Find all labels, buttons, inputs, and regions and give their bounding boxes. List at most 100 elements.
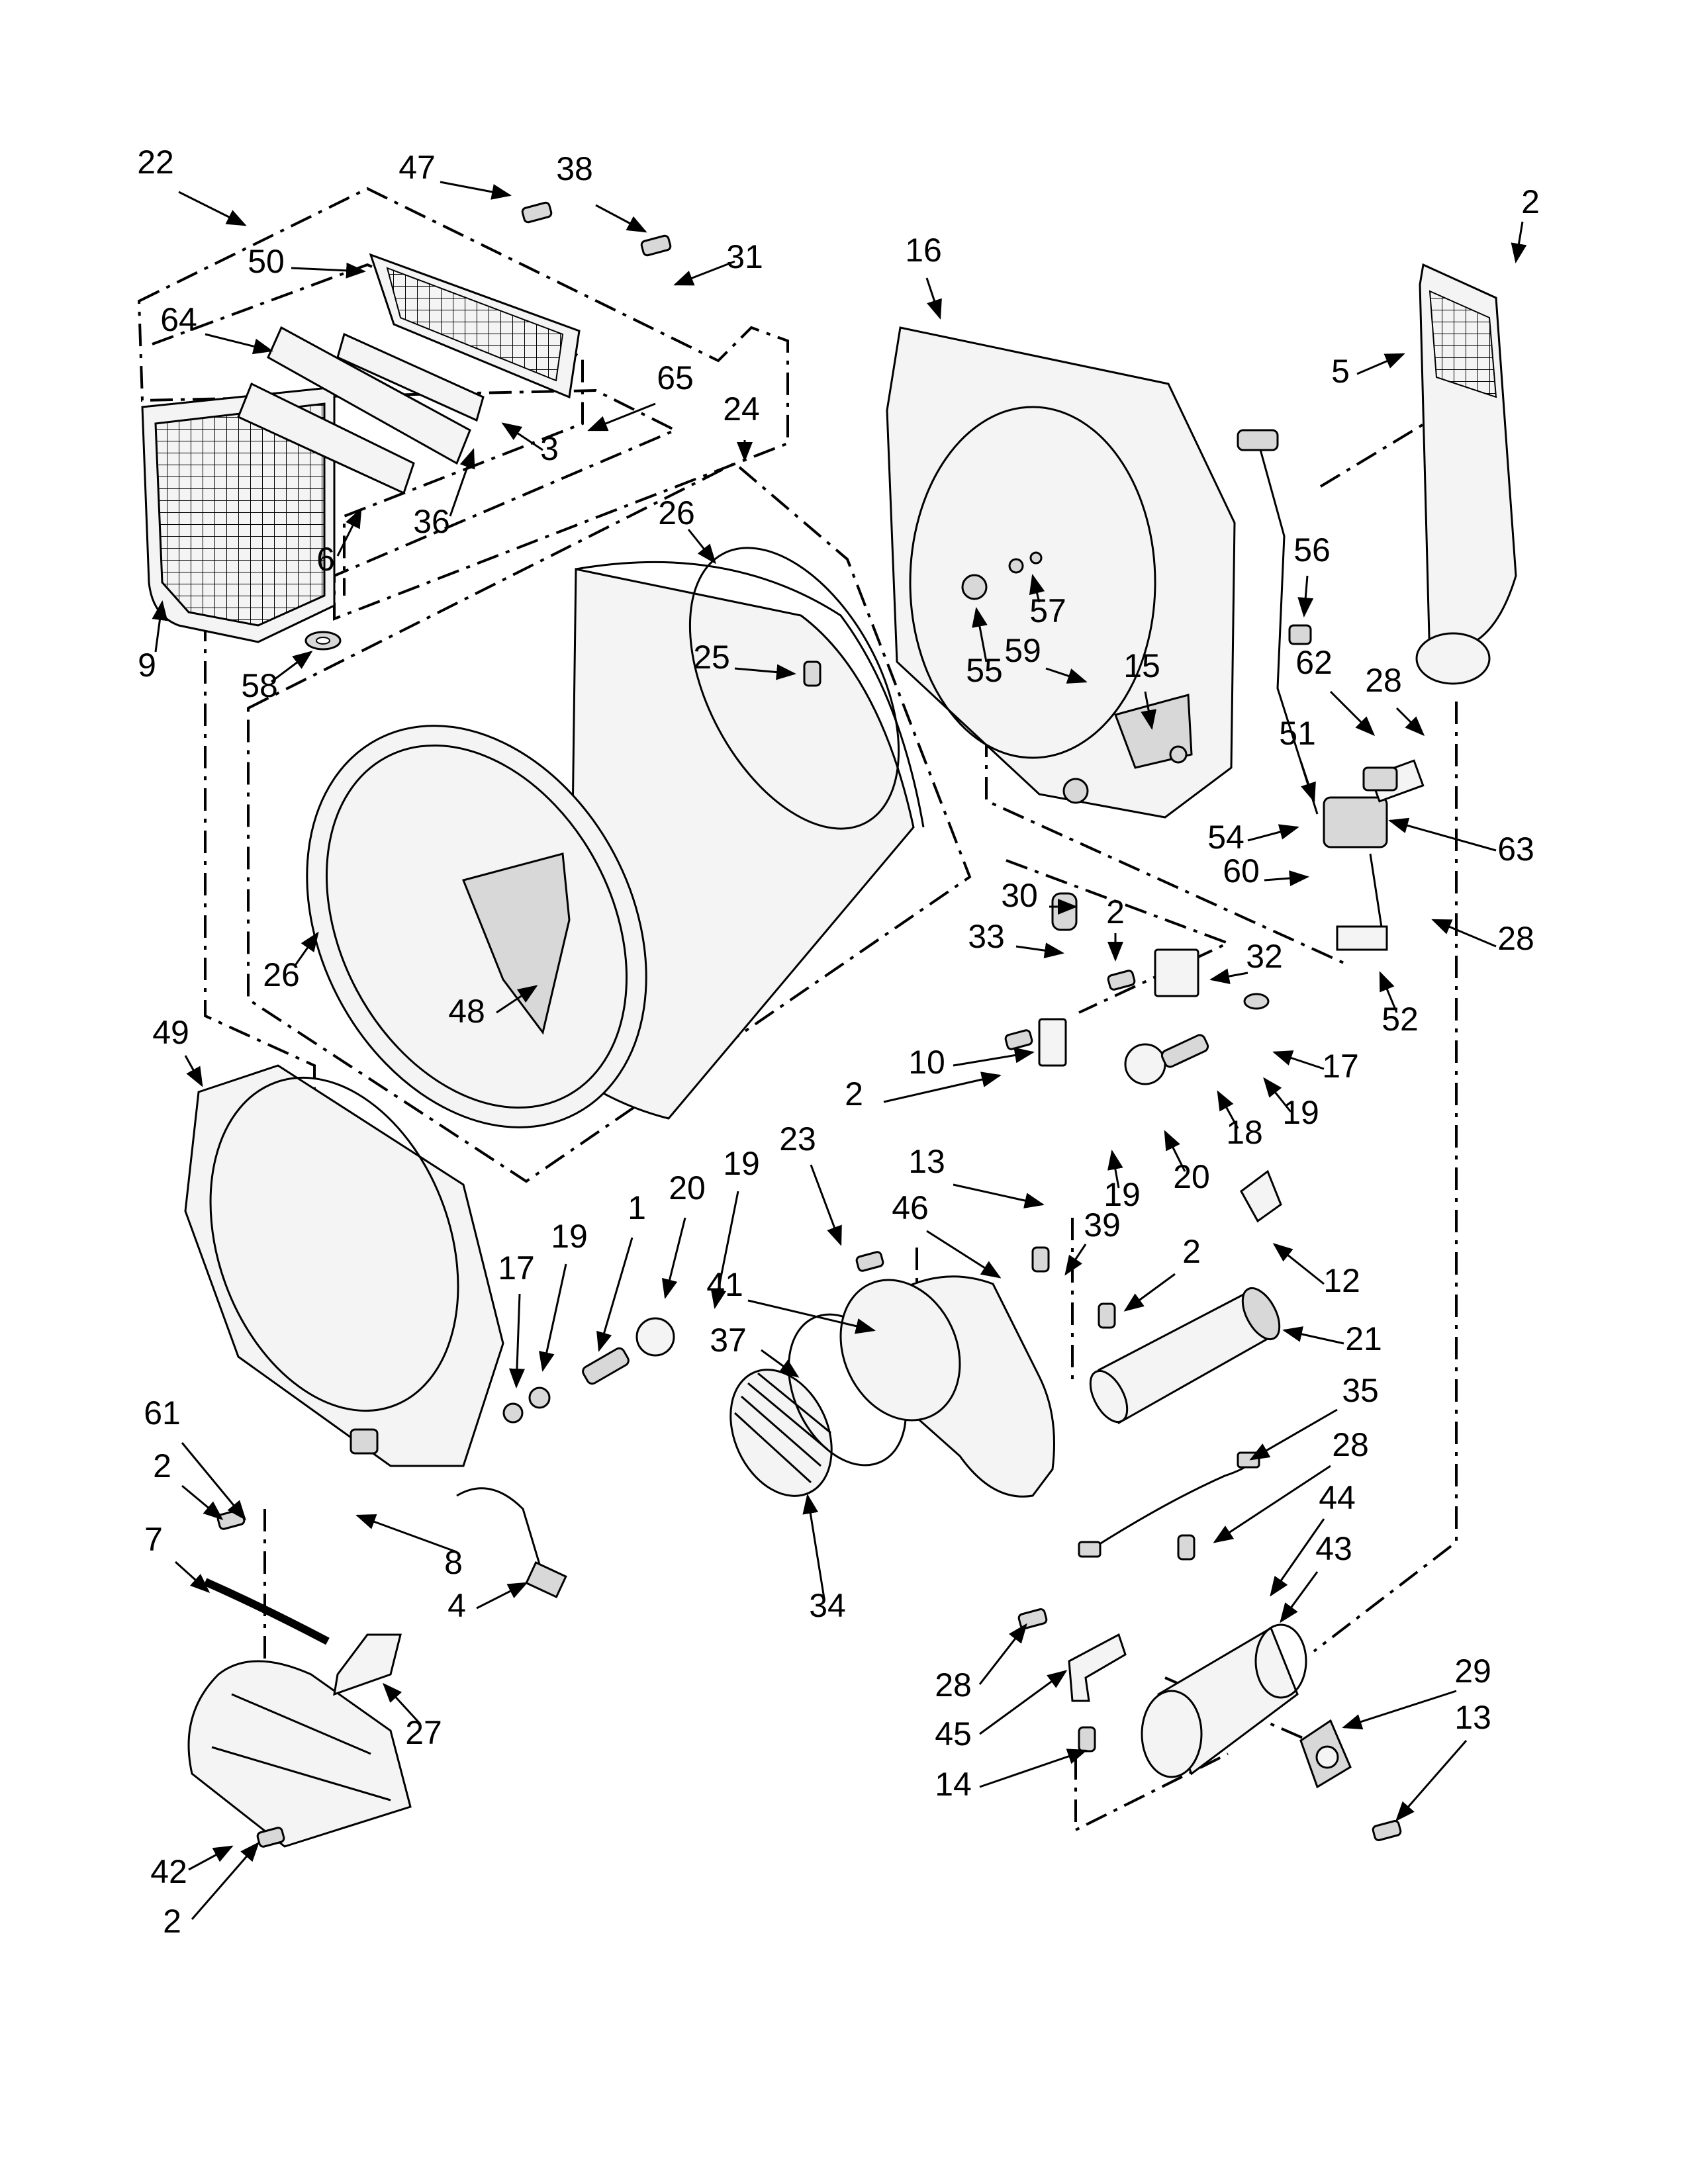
callout-number: 47 bbox=[399, 149, 436, 186]
callout-number: 26 bbox=[658, 494, 695, 531]
callout-number: 55 bbox=[966, 652, 1003, 689]
callout-leader bbox=[926, 1230, 1002, 1279]
callout-leader bbox=[747, 1299, 876, 1334]
callout-leader bbox=[1141, 691, 1156, 730]
sensor-bracket-outline bbox=[1006, 859, 1232, 1014]
callout-leader bbox=[596, 1237, 633, 1352]
callout-leader bbox=[293, 931, 319, 967]
callout-number: 29 bbox=[1454, 1653, 1491, 1690]
part-thermistor-wire-35 bbox=[1078, 1451, 1260, 1558]
part-screws-47-38 bbox=[521, 201, 672, 257]
callout-leader bbox=[1272, 1050, 1325, 1070]
callout-number: 9 bbox=[138, 647, 156, 684]
part-seal-7 bbox=[203, 1578, 330, 1645]
callout-leader bbox=[979, 1749, 1088, 1788]
lint-screen-outline bbox=[152, 263, 584, 596]
callout-number: 24 bbox=[723, 390, 760, 428]
callout-number: 65 bbox=[657, 359, 694, 396]
part-bracket-45 bbox=[1068, 1633, 1127, 1702]
callout-number: 46 bbox=[892, 1189, 929, 1226]
lint-trap-assembly-outline bbox=[137, 187, 789, 621]
callout-leader bbox=[761, 1349, 800, 1378]
callout-leader bbox=[587, 402, 656, 432]
callout-number: 63 bbox=[1497, 831, 1534, 868]
part-front-duct-42 bbox=[187, 1660, 412, 1848]
callout-leader bbox=[1395, 707, 1425, 737]
callout-leader bbox=[336, 508, 362, 557]
callout-leader bbox=[687, 529, 716, 565]
callout-leader bbox=[449, 448, 475, 517]
callout-leader bbox=[1107, 1150, 1123, 1189]
part-lint-housing-64 bbox=[237, 326, 485, 495]
part-washer-58 bbox=[305, 631, 342, 651]
callout-leader bbox=[184, 1055, 203, 1087]
callout-leader bbox=[501, 422, 543, 451]
part-clip-27 bbox=[333, 1633, 402, 1696]
callout-leader bbox=[181, 1484, 224, 1520]
callout-leader bbox=[979, 1670, 1068, 1735]
callout-number: 10 bbox=[908, 1044, 945, 1081]
callout-number: 20 bbox=[1173, 1158, 1210, 1195]
callout-leader bbox=[1282, 1326, 1344, 1345]
callout-number: 2 bbox=[163, 1903, 181, 1940]
callout-number: 62 bbox=[1295, 644, 1333, 681]
callout-leader bbox=[1329, 690, 1376, 737]
callout-leader bbox=[152, 600, 168, 653]
callout-number: 37 bbox=[710, 1322, 747, 1359]
callout-leader bbox=[508, 1293, 525, 1388]
callout-number: 28 bbox=[1365, 662, 1402, 699]
callout-leader bbox=[1213, 1465, 1331, 1543]
part-lint-screen-9 bbox=[141, 386, 336, 643]
callout-number: 56 bbox=[1293, 531, 1331, 569]
callout-leader bbox=[673, 260, 735, 286]
callout-leader bbox=[1064, 1244, 1087, 1276]
callout-number: 61 bbox=[144, 1394, 181, 1432]
callout-number: 14 bbox=[935, 1766, 972, 1803]
callout-leader bbox=[1356, 353, 1405, 375]
callout-number: 31 bbox=[726, 238, 763, 275]
callout-number: 43 bbox=[1315, 1530, 1352, 1567]
part-front-roller-parts bbox=[502, 1317, 675, 1424]
callout-leader bbox=[883, 1071, 1002, 1103]
part-thermostat-29 bbox=[1299, 1719, 1352, 1789]
callout-number: 2 bbox=[153, 1447, 171, 1484]
callout-number: 6 bbox=[316, 541, 335, 578]
callout-number: 35 bbox=[1342, 1372, 1379, 1409]
callout-leader bbox=[476, 1582, 528, 1610]
callout-number: 41 bbox=[706, 1266, 743, 1303]
callout-number: 28 bbox=[1332, 1426, 1369, 1463]
callout-leader bbox=[710, 1191, 739, 1309]
callout-leader bbox=[1217, 1090, 1239, 1129]
callout-number: 21 bbox=[1345, 1320, 1382, 1357]
callout-number: 44 bbox=[1319, 1479, 1356, 1516]
callout-leader bbox=[595, 204, 647, 233]
callout-leader bbox=[1164, 1130, 1186, 1172]
callout-leader bbox=[925, 277, 942, 320]
callout-leader bbox=[1123, 1273, 1176, 1312]
callout-number: 38 bbox=[556, 150, 593, 187]
callout-leader bbox=[978, 1623, 1027, 1685]
part-gas-tube bbox=[1237, 429, 1319, 815]
part-sensor-wiring-4 bbox=[456, 1487, 567, 1598]
callout-number: 52 bbox=[1382, 1001, 1419, 1038]
callout-leader bbox=[953, 1047, 1035, 1067]
callout-number: 2 bbox=[1106, 893, 1125, 931]
callout-leader bbox=[174, 1561, 211, 1594]
callout-number: 34 bbox=[809, 1587, 846, 1624]
callout-number: 51 bbox=[1279, 715, 1316, 752]
callout-number: 57 bbox=[1029, 592, 1066, 629]
part-blower-housing-41 bbox=[788, 1275, 1055, 1498]
callout-leader bbox=[1511, 221, 1527, 263]
callout-leader bbox=[1263, 1077, 1292, 1113]
callout-leader bbox=[661, 1217, 686, 1299]
callout-number: 18 bbox=[1226, 1114, 1263, 1151]
callout-leader bbox=[1342, 1690, 1457, 1730]
callout-leader bbox=[810, 1164, 842, 1246]
callout-number: 58 bbox=[241, 667, 278, 704]
callout-number: 42 bbox=[150, 1853, 187, 1890]
drum-assembly-outline bbox=[247, 461, 972, 1183]
callout-leader bbox=[496, 985, 538, 1014]
callout-number: 23 bbox=[779, 1120, 816, 1158]
